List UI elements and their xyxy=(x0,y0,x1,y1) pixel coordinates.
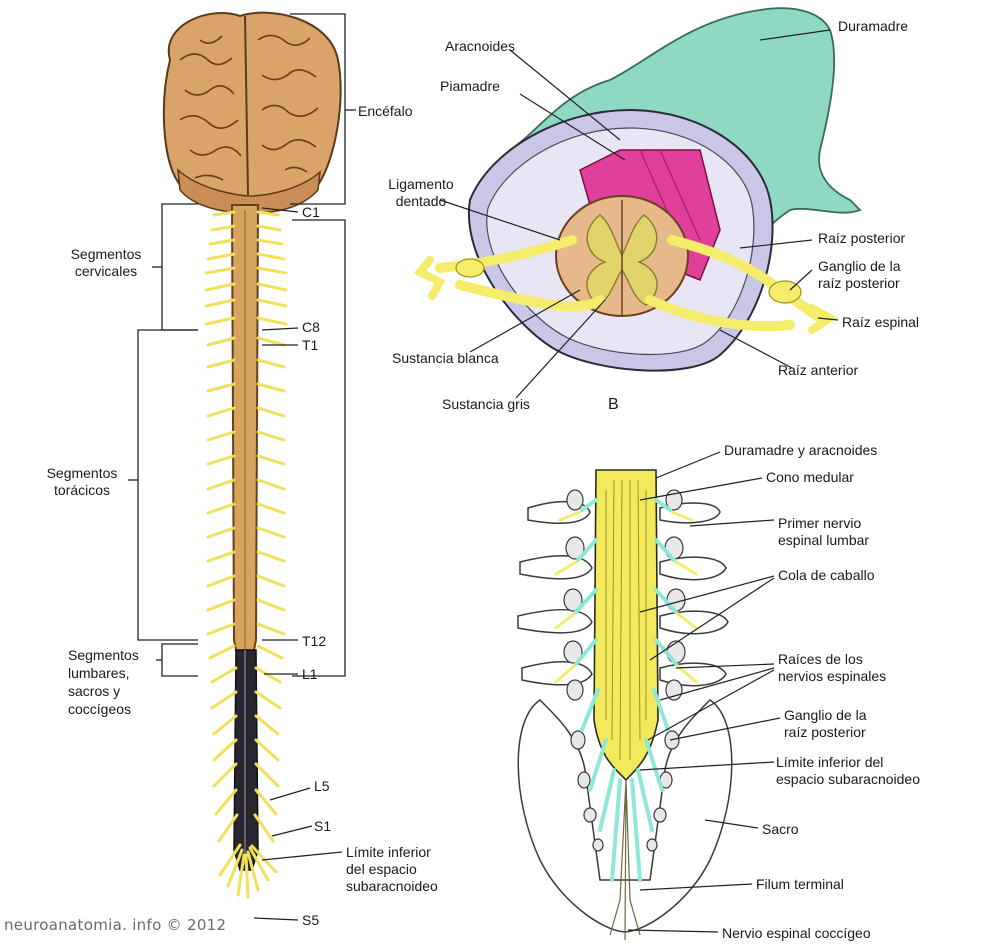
label-raiz-posterior: Raíz posterior xyxy=(818,230,906,246)
label-segmentos-toracicos: Segmentos torácicos xyxy=(46,465,118,498)
brain xyxy=(162,11,342,214)
label-raiz-anterior: Raíz anterior xyxy=(778,362,859,378)
label-duramadre-aracnoides: Duramadre y aracnoides xyxy=(724,442,878,458)
label-l5: L5 xyxy=(314,778,330,794)
label-limite-inferior-c: Límite inferior del espacio subaracnoide… xyxy=(776,754,920,787)
label-ganglio-c: Ganglio de la raíz posterior xyxy=(784,707,867,740)
label-aracnoides: Aracnoides xyxy=(445,38,516,54)
label-sustancia-blanca: Sustancia blanca xyxy=(392,350,499,366)
label-l1: L1 xyxy=(302,666,318,682)
label-encefalo: Encéfalo xyxy=(358,103,413,119)
label-cono-medular: Cono medular xyxy=(766,469,854,485)
label-piamadre: Piamadre xyxy=(440,78,500,94)
label-segmentos-cervicales: Segmentos cervicales xyxy=(70,246,142,279)
label-t12: T12 xyxy=(302,633,327,649)
label-c1: C1 xyxy=(302,204,320,220)
panel-b-meninges-cross-section xyxy=(413,7,862,399)
panel-a-brain-and-spinal-cord xyxy=(128,11,356,921)
label-ligamento-dentado: Ligamento dentado xyxy=(388,176,454,209)
label-t1: T1 xyxy=(302,337,319,353)
label-ganglio-b: Ganglio de la raíz posterior xyxy=(818,258,901,291)
label-s5: S5 xyxy=(302,912,320,928)
label-filum-terminal: Filum terminal xyxy=(756,876,844,892)
label-raiz-espinal: Raíz espinal xyxy=(842,314,920,330)
label-s1: S1 xyxy=(314,818,332,834)
panel-b-letter: B xyxy=(608,396,619,413)
panel-a-leaders xyxy=(128,13,356,921)
spinal-nerves xyxy=(204,210,288,899)
label-cola-caballo: Cola de caballo xyxy=(778,567,875,583)
label-sacro: Sacro xyxy=(762,821,799,837)
label-c8: C8 xyxy=(302,319,320,335)
label-duramadre: Duramadre xyxy=(838,18,909,34)
label-primer-nervio: Primer nervio espinal lumbar xyxy=(778,515,870,548)
label-nervio-coccigeo: Nervio espinal coccígeo xyxy=(722,925,871,941)
spinal-cord xyxy=(230,204,260,871)
watermark: neuroanatomia. info © 2012 xyxy=(4,916,227,934)
label-sustancia-gris: Sustancia gris xyxy=(442,396,530,412)
label-raices-nervios: Raíces de los nervios espinales xyxy=(778,651,887,684)
label-segmentos-lumbares: Segmentos lumbares, sacros y coccígeos xyxy=(68,647,139,717)
panel-c-cauda-equina xyxy=(517,451,781,941)
label-limite-inferior-a: Límite inferior del espacio subaracnoide… xyxy=(346,844,438,894)
